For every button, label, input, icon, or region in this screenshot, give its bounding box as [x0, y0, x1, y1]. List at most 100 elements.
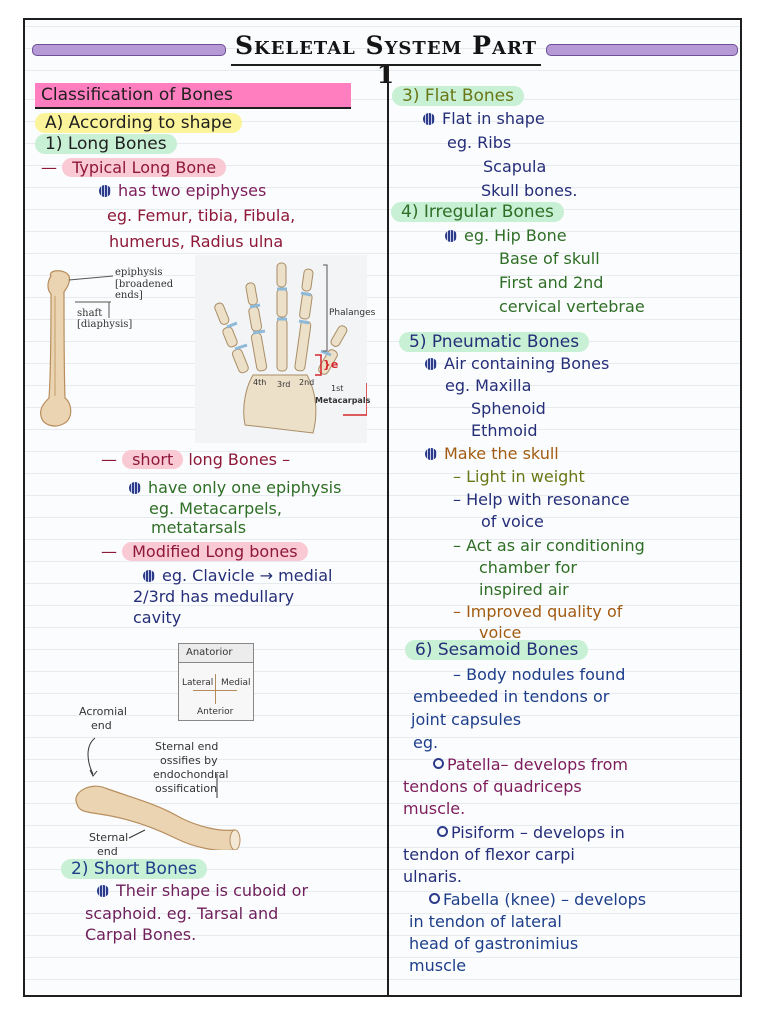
- pneumatic-desc: Air containing Bones: [425, 354, 609, 374]
- sternal-ossification-1: Sternal end: [155, 740, 219, 753]
- pneumatic-point4b: voice: [479, 623, 522, 642]
- make-skull-text: Make the skull: [444, 444, 559, 463]
- fabella-line4: muscle: [409, 956, 467, 975]
- irregular-eg1-text: eg. Hip Bone: [464, 226, 567, 245]
- shaft-label: shaft: [77, 308, 103, 319]
- page-title: Skeletal System Part 1: [235, 31, 537, 89]
- title-decoration-right: [546, 44, 738, 56]
- phalanges-label: Phalanges: [329, 308, 376, 318]
- pneumatic-eg2: Sphenoid: [471, 399, 546, 418]
- flat-bones-heading: 3) Flat Bones: [392, 86, 524, 106]
- sternal-ossification-3: endochondral: [153, 768, 229, 781]
- pisiform-line3: ulnaris.: [403, 867, 462, 886]
- sternal-end-label-1: Sternal: [89, 831, 129, 844]
- short-long-bones-text: long Bones –: [188, 450, 291, 469]
- irregular-bones-text: 4) Irregular Bones: [391, 202, 564, 222]
- flat-desc-text: Flat in shape: [442, 109, 545, 128]
- irregular-bones-heading: 4) Irregular Bones: [391, 202, 564, 222]
- title-decoration-left: [32, 44, 226, 56]
- pisiform-line2: tendon of flexor carpi: [403, 845, 575, 864]
- pisiform-text: Pisiform – develops in: [451, 823, 625, 842]
- modified-long-bones-text: Modified Long bones: [122, 542, 308, 561]
- bullet-icon: [129, 482, 141, 494]
- clavicle-illustration: [75, 737, 241, 850]
- sternal-ossification-2: ossifies by: [160, 754, 218, 767]
- patella-line3: muscle.: [403, 799, 466, 818]
- pisiform-line1: Pisiform – develops in: [437, 823, 625, 843]
- femur-pointer-lines: [68, 275, 114, 318]
- classification-text: Classification of Bones: [41, 85, 233, 105]
- pneumatic-desc-text: Air containing Bones: [444, 354, 610, 373]
- sternal-end-label-2: end: [97, 845, 118, 858]
- short-long-eg2: metatarsals: [151, 518, 247, 537]
- column-divider: [387, 64, 389, 995]
- classification-heading: Classification of Bones: [35, 83, 351, 109]
- patella-text: Patella– develops from: [447, 755, 628, 774]
- modified-desc2: 2/3rd has medullary: [133, 587, 295, 606]
- bullet-icon: [97, 885, 109, 897]
- patella-line2: tendons of quadriceps: [403, 777, 582, 796]
- femur-illustration: [40, 270, 72, 427]
- sesamoid-bones-text: 6) Sesamoid Bones: [405, 640, 589, 660]
- pneumatic-point3c: inspired air: [479, 580, 569, 599]
- orientation-box: Anatorior Lateral Medial Anterior: [178, 643, 254, 721]
- diaphysis-label: [diaphysis]: [77, 319, 133, 330]
- typical-desc: has two epiphyses: [99, 181, 266, 201]
- pneumatic-point4: – Improved quality of: [453, 602, 623, 621]
- finger-2nd-label: 2nd: [299, 378, 315, 387]
- short-long-desc: have only one epiphysis: [129, 478, 341, 498]
- flat-eg1: eg. Ribs: [447, 133, 512, 152]
- metacarpals-label: Metacarpals: [315, 396, 371, 405]
- flat-eg3: Skull bones.: [481, 181, 578, 200]
- typical-long-bone: — Typical Long Bone: [41, 158, 227, 178]
- fabella-line3: head of gastronimius: [409, 934, 579, 953]
- irregular-eg1: eg. Hip Bone: [445, 226, 567, 246]
- finger-1st-label: 1st: [331, 384, 344, 393]
- make-skull: Make the skull: [425, 444, 559, 464]
- short-long-desc-text: have only one epiphysis: [148, 478, 342, 497]
- typical-eg-line1: eg. Femur, tibia, Fibula,: [107, 206, 296, 225]
- short-bones-desc3: Carpal Bones.: [85, 925, 197, 944]
- modified-long-bones: — Modified Long bones: [101, 542, 308, 562]
- flat-desc: Flat in shape: [423, 109, 545, 129]
- patella-line1: Patella– develops from: [433, 755, 628, 775]
- bullet-icon: [99, 185, 111, 197]
- fabella-line1: Fabella (knee) – develops: [429, 890, 646, 910]
- flat-eg2: Scapula: [483, 157, 547, 176]
- according-text: A) According to shape: [35, 113, 243, 133]
- typical-desc-text: has two epiphyses: [118, 181, 267, 200]
- broadened-label-1: [broadened: [115, 279, 174, 290]
- pneumatic-bones-heading: 5) Pneumatic Bones: [399, 332, 590, 352]
- short-long-eg1: eg. Metacarpels,: [149, 499, 282, 518]
- pneumatic-point2b: of voice: [481, 512, 544, 531]
- hand-bones-drawing: [214, 262, 367, 434]
- sesamoid-eg: eg.: [413, 733, 439, 752]
- short-bones-desc1-text: Their shape is cuboid or: [116, 881, 309, 900]
- pneumatic-eg1: eg. Maxilla: [445, 376, 532, 395]
- sesamoid-d2: embeeded in tendons or: [413, 687, 610, 706]
- short-long-bones: — short long Bones –: [101, 450, 291, 469]
- pneumatic-point3b: chamber for: [479, 558, 577, 577]
- irregular-eg4: cervical vertebrae: [499, 297, 645, 316]
- irregular-eg3: First and 2nd: [499, 273, 604, 292]
- anatorior-label: Anatorior: [186, 647, 233, 658]
- cross-vertical: [215, 674, 216, 704]
- acromial-end-label-1: Acromial: [79, 705, 127, 718]
- sesamoid-bones-heading: 6) Sesamoid Bones: [405, 640, 589, 660]
- sesamoid-d3: joint capsules: [411, 710, 522, 729]
- notes-page: Skeletal System Part 1 Classification of…: [23, 18, 742, 997]
- according-to-shape: A) According to shape: [35, 113, 243, 133]
- long-bones-text: 1) Long Bones: [35, 134, 177, 154]
- fabella-line2: in tendon of lateral: [409, 912, 562, 931]
- bullet-icon: [425, 448, 437, 460]
- ring-bullet-icon: [433, 758, 444, 769]
- ring-bullet-icon: [429, 893, 440, 904]
- pneumatic-eg3: Ethmoid: [471, 421, 538, 440]
- short-bones-desc2: scaphoid. eg. Tarsal and: [85, 904, 279, 923]
- finger-4th-label: 4th: [253, 378, 267, 387]
- short-highlight: short: [122, 450, 184, 469]
- epiphysis-label: epiphysis: [115, 267, 163, 278]
- orientation-header: [179, 644, 253, 663]
- bullet-icon: [425, 358, 437, 370]
- anterior-label: Anterior: [197, 707, 234, 717]
